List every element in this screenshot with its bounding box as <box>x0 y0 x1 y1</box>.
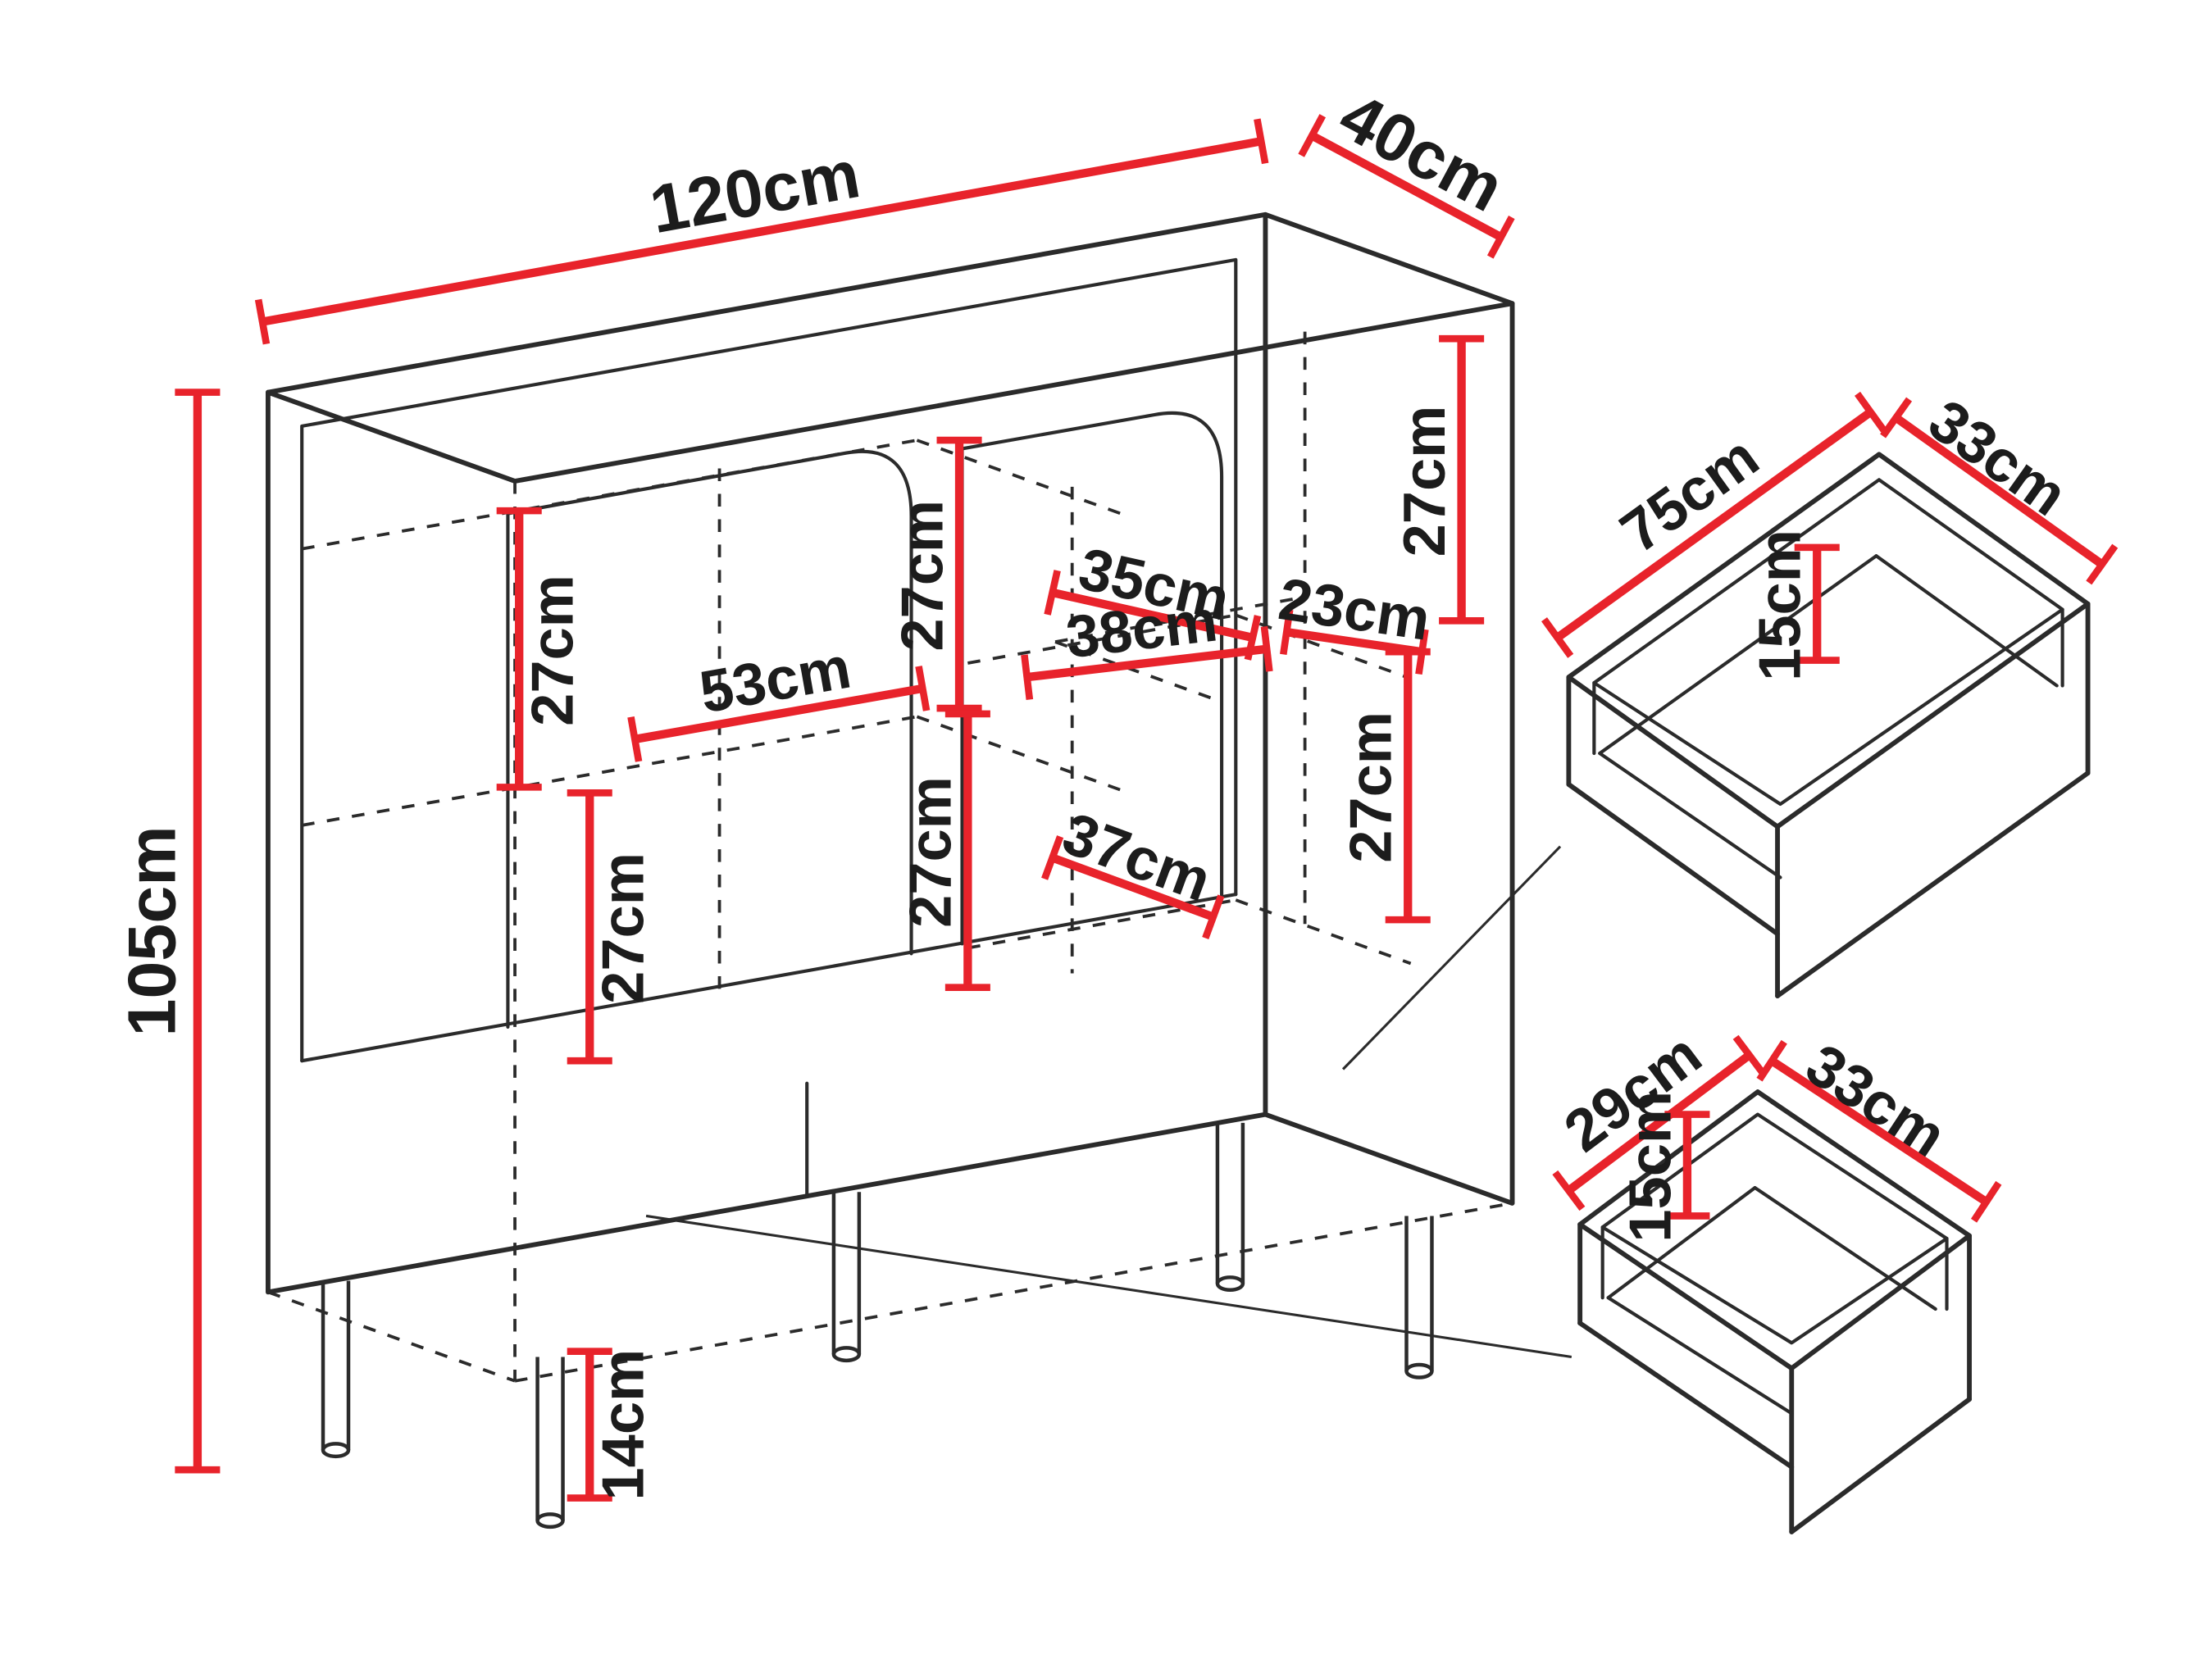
dim-line-middle-shelf-width <box>1021 625 1273 701</box>
center-lower-height-label: 27cm <box>899 776 964 928</box>
dimension-lines <box>175 114 2119 1502</box>
dim-line-large-drawer-depth <box>1880 397 2119 585</box>
left-upper-height-label: 27cm <box>521 575 586 726</box>
cabinet-outline <box>266 211 1515 1295</box>
large-drawer-height-label: 15cm <box>1748 530 1814 681</box>
leader-lines <box>645 845 1573 1359</box>
left-lower-height-label: 27cm <box>591 852 657 1004</box>
large-drawer-depth-label: 33cm <box>1917 388 2078 529</box>
cabinet-hidden-lines <box>267 331 1513 1383</box>
cabinet-height-label: 105cm <box>113 825 189 1036</box>
leg-height-label: 14cm <box>591 1349 657 1501</box>
center-upper-height-label: 27cm <box>890 500 955 652</box>
dim-line-small-drawer-depth <box>1756 1039 2002 1223</box>
cabinet-legs <box>321 1122 1434 1529</box>
lower-shelf-depth-label: 37cm <box>1054 801 1219 915</box>
dim-line-small-drawer-width <box>1552 1034 1766 1211</box>
dim-line-large-drawer-width <box>1541 391 1887 658</box>
dim-line-lower-shelf-depth <box>1041 835 1225 940</box>
back-right-upper-height-label: 27cm <box>1392 406 1458 557</box>
small-drawer-height-label: 15cm <box>1618 1091 1683 1243</box>
small-drawer-depth-label: 33cm <box>1795 1032 1957 1170</box>
dim-line-cabinet-depth <box>1298 114 1515 259</box>
dimension-labels: 120cm 40cm 105cm 14cm 27cm 27cm 53cm 27c… <box>113 77 2078 1500</box>
right-shelf-width-label: 23cm <box>1275 566 1434 653</box>
cabinet-depth-label: 40cm <box>1327 77 1516 226</box>
dim-line-left-shelf-width <box>627 666 931 762</box>
cabinet-doors <box>506 411 1224 1029</box>
back-right-lower-height-label: 27cm <box>1339 711 1404 863</box>
dim-line-cabinet-width <box>254 118 1269 345</box>
